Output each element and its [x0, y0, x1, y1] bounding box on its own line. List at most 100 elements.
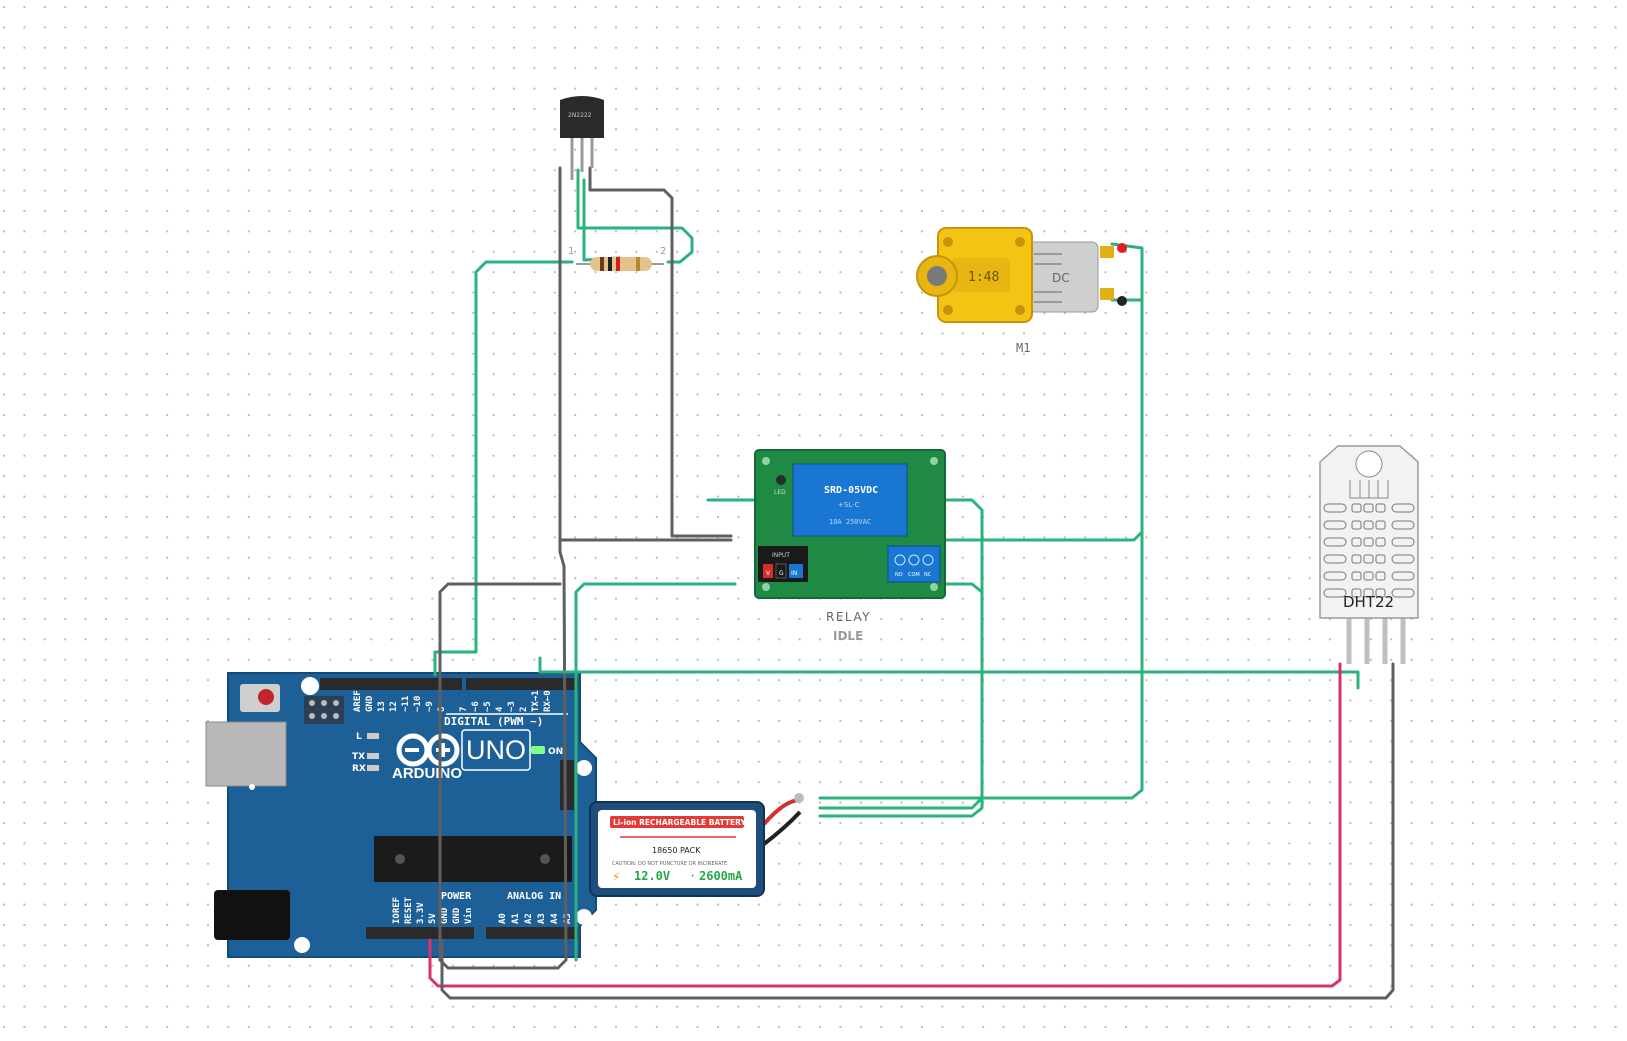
grille-slot — [1323, 520, 1347, 530]
pin-v-text: V — [766, 570, 771, 577]
header-pin-label: ~11 — [401, 696, 411, 712]
analog-pin-label: A5 — [563, 913, 573, 924]
relay-coil-sub: +SL-C — [838, 501, 860, 509]
wire-dht-data-to-arduino[interactable] — [538, 656, 1360, 690]
header-pin-label: 13 — [377, 701, 387, 712]
power-pin-label: IOREF — [392, 897, 402, 924]
relay-coil-label: SRD-05VDC — [824, 485, 878, 496]
wire-vcc-to-relay[interactable] — [438, 582, 562, 962]
grille-hole — [1351, 588, 1362, 598]
mount-hole — [249, 784, 255, 790]
usb-port — [205, 721, 287, 787]
gear-ratio-label: 1:48 — [968, 270, 999, 285]
reset-button[interactable] — [258, 689, 274, 705]
header-pin-label: RX←0 — [543, 690, 553, 712]
battery-terminal[interactable] — [794, 793, 804, 803]
grille-hole — [1375, 503, 1386, 513]
transistor-2n2222[interactable]: 2N2222 — [560, 96, 604, 180]
header-pin-label: ~6 — [471, 701, 481, 712]
wire-gnd-trunk[interactable] — [438, 166, 568, 970]
digital-header-a — [320, 678, 462, 690]
grille-slot — [1391, 520, 1415, 530]
header-pin-label: ~5 — [483, 701, 493, 712]
wire-resistor-to-base[interactable] — [576, 168, 694, 264]
power-pin-label: 3.3V — [416, 902, 426, 924]
power-pin-label: GND — [440, 907, 450, 924]
grille-hole — [1375, 554, 1386, 564]
wire-dht-gnd[interactable] — [440, 662, 1395, 1000]
header-pin-label: TX→1 — [531, 690, 541, 712]
arduino-logo — [396, 733, 460, 767]
grille-slot — [1323, 571, 1347, 581]
grille-hole — [1363, 571, 1374, 581]
dht22-sensor[interactable]: DHT22 — [1319, 445, 1419, 664]
grille-slot — [1391, 503, 1415, 513]
wire-dht-vcc[interactable] — [428, 662, 1342, 988]
battery-pack-label: 18650 PACK — [652, 846, 701, 855]
header-pin-label: ~10 — [413, 696, 423, 712]
relay-module[interactable]: LED SRD-05VDC +SL-C 10A 250VAC INPUT V G… — [754, 449, 946, 643]
pin-g-text: G — [779, 570, 784, 577]
grille-hole — [1375, 571, 1386, 581]
header-pin-label: 12 — [389, 701, 399, 712]
analog-pin-label: A4 — [550, 913, 560, 924]
led-l — [367, 733, 379, 739]
grille-hole — [1351, 520, 1362, 530]
on-label: ON — [548, 747, 563, 757]
wire-motor-to-battery[interactable] — [818, 298, 1144, 800]
on-led — [531, 746, 545, 754]
wire-5v-to-relay-v[interactable] — [574, 582, 737, 962]
pin-nc-text: NC — [924, 572, 932, 578]
grille-hole — [1351, 554, 1362, 564]
analog-pin-label: A0 — [498, 913, 508, 924]
analog-pin-label: A3 — [537, 913, 547, 924]
grille-hole — [1363, 588, 1374, 598]
led-rx — [367, 765, 379, 771]
grille-hole — [1351, 503, 1362, 513]
battery-bolt-icon: ⚡ — [612, 870, 620, 884]
power-pin-label: Vin — [463, 908, 474, 924]
grille-hole — [1351, 537, 1362, 547]
pin-in-text: IN — [791, 570, 797, 577]
relay-led-label: LED — [774, 489, 786, 496]
model-text: UNO — [466, 735, 526, 765]
transistor-label: 2N2222 — [568, 112, 592, 119]
grille-hole — [1363, 520, 1374, 530]
relay-pin-v[interactable] — [763, 564, 773, 578]
mount-hole — [301, 677, 319, 695]
relay-title: RELAY — [826, 610, 871, 624]
motor-name: M1 — [1016, 341, 1030, 355]
resistor[interactable]: 1 2 — [568, 246, 666, 271]
led-l-label: L — [356, 732, 362, 742]
relay-pin-in[interactable] — [789, 564, 803, 578]
atmega-chip — [374, 836, 572, 882]
resistor-pin1-label: 1 — [568, 246, 574, 257]
grille-slot — [1391, 537, 1415, 547]
power-jack — [214, 890, 290, 940]
power-header — [366, 927, 474, 939]
battery-capacity: 2600mA — [699, 869, 743, 883]
battery-voltage: 12.0V — [634, 869, 670, 883]
wire-relay-no-to-battery[interactable] — [818, 582, 984, 810]
grille-slot — [1391, 588, 1415, 598]
power-pin-label: RESET — [404, 896, 414, 924]
digital-header-b — [466, 678, 578, 690]
dc-motor[interactable]: DC 1:48 M1 — [916, 227, 1127, 355]
battery-pack[interactable]: Li-ion RECHARGEABLE BATTERY 18650 PACK C… — [589, 793, 804, 897]
pin-no-text: NO — [895, 572, 903, 578]
grille-slot — [1323, 554, 1347, 564]
side-header — [560, 760, 574, 810]
motor-body-label: DC — [1052, 271, 1070, 285]
header-pin-label: ~9 — [425, 701, 435, 712]
led-tx-label: TX — [352, 752, 365, 762]
analog-label: ANALOG IN — [507, 891, 561, 902]
grille-hole — [1363, 537, 1374, 547]
mount-hole — [576, 760, 592, 776]
wire-emitter-to-relay-gnd[interactable] — [588, 166, 733, 538]
header-pin-label: 8 — [437, 707, 447, 712]
battery-separator: · — [689, 869, 696, 883]
relay-pin-g[interactable] — [775, 563, 787, 579]
wire-pin9-to-resistor[interactable] — [433, 260, 574, 677]
